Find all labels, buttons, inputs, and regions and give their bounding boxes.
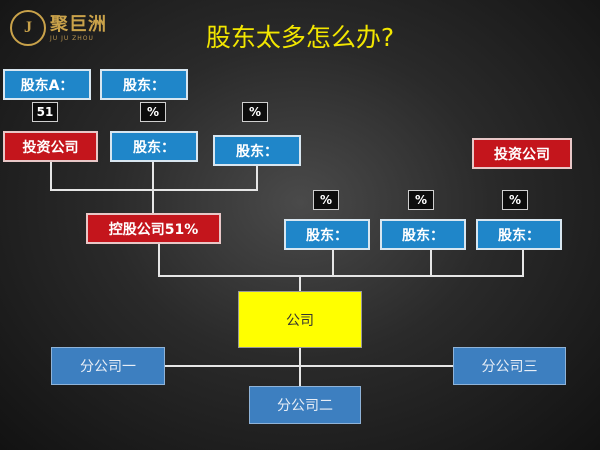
connector [50,162,52,190]
shareholder-box: 股东： [284,219,370,250]
connector [158,244,160,276]
percent-box: % [313,190,339,210]
logo-mark: J [10,10,46,46]
slide-title: 股东太多怎么办? [205,23,395,52]
connector [299,348,301,386]
percent-box: % [502,190,528,210]
logo-name: 聚巨洲 [50,13,107,35]
branch-office-box: 分公司二 [249,386,361,424]
shareholder-box: 股东： [380,219,466,250]
connector [50,189,258,191]
branch-office-box: 分公司三 [453,347,566,385]
connector [165,365,453,367]
connector [256,166,258,190]
holding-company-box: 控股公司51% [86,213,221,244]
shareholder-a-box: 股东A： [3,69,91,100]
connector [158,275,524,277]
shareholder-box: 股东： [476,219,562,250]
branch-office-box: 分公司一 [51,347,165,385]
company-box: 公司 [238,291,362,348]
shareholder-box: 股东： [213,135,301,166]
company-logo: J 聚巨洲 JU JU ZHOU [10,10,107,46]
connector [299,276,301,291]
percent-box: % [140,102,166,122]
connector [522,250,524,276]
connector [332,250,334,276]
connector [152,190,154,214]
shareholder-box: 股东： [100,69,188,100]
connector [430,250,432,276]
investment-company-box: 投资公司 [3,131,98,162]
connector [152,162,154,190]
logo-pinyin: JU JU ZHOU [50,34,94,42]
investment-company-box: 投资公司 [472,138,572,169]
ownership-value: 51 [32,102,58,122]
percent-box: % [242,102,268,122]
percent-box: % [408,190,434,210]
shareholder-box: 股东： [110,131,198,162]
